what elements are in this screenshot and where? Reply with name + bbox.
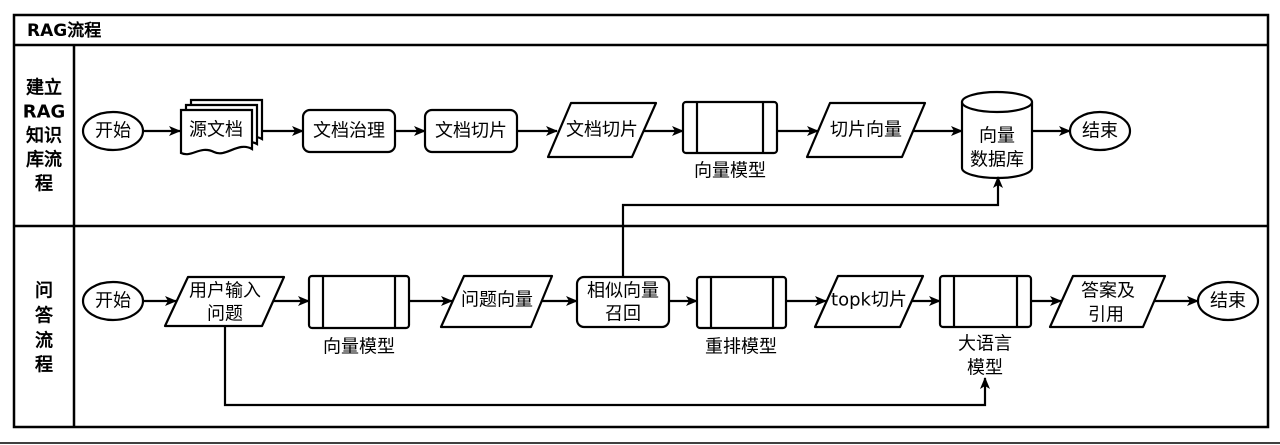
build-node-doc-governance: 文档治理 xyxy=(301,108,397,154)
build-node-doc-chunking: 文档切片 xyxy=(423,108,519,154)
node-label: 数据库 xyxy=(970,150,1024,171)
lane-label-build: 建立 RAG 知识 库流 程 xyxy=(23,77,66,195)
lane-label-line: 程 xyxy=(35,355,53,376)
node-label: 文档切片 xyxy=(566,120,638,141)
build-node-doc-chunks: 文档切片 xyxy=(546,101,658,159)
node-label: 文档治理 xyxy=(313,121,385,142)
node-label: 开始 xyxy=(95,121,131,142)
node-label: 结束 xyxy=(1082,121,1118,142)
qa-node-start: 开始 xyxy=(81,280,145,322)
predefined-process-shape xyxy=(307,274,411,330)
qa-node-user-question: 用户输入 问题 xyxy=(163,275,286,328)
qa-node-embedding-model: 向量模型 xyxy=(307,274,411,358)
lane-label-line: 库流 xyxy=(26,149,62,171)
qa-node-end: 结束 xyxy=(1196,280,1260,322)
data-shape xyxy=(813,274,925,329)
node-label: 问题 xyxy=(207,304,243,325)
document-layer-front xyxy=(179,108,254,156)
qa-node-topk-chunks: topk切片 xyxy=(813,274,925,329)
edge-user-question-to-llm xyxy=(223,326,990,407)
process-shape xyxy=(423,108,519,154)
lane-label-line: RAG xyxy=(23,102,66,123)
qa-node-answer: 答案及 引用 xyxy=(1048,274,1167,329)
data-shape xyxy=(439,274,554,329)
diagram-title: RAG流程 xyxy=(27,20,101,41)
node-caption: 大语言 xyxy=(958,334,1012,355)
node-label: 用户输入 xyxy=(189,281,261,302)
database-top xyxy=(960,90,1034,114)
predefined-process-shape xyxy=(681,100,779,155)
predefined-process-shape xyxy=(938,274,1033,329)
terminator-shape xyxy=(81,280,145,322)
terminator-shape xyxy=(81,110,145,152)
node-label: 向量 xyxy=(979,126,1015,147)
node-caption: 模型 xyxy=(967,358,1003,379)
lane-label-line: 知识 xyxy=(26,125,62,147)
data-shape xyxy=(805,101,927,159)
node-label: 切片向量 xyxy=(830,120,902,141)
swimlane-frame: RAG流程 xyxy=(0,13,1280,444)
qa-node-llm: 大语言 模型 xyxy=(938,274,1033,379)
node-label: 结束 xyxy=(1210,291,1246,312)
build-node-embedding-model: 向量模型 xyxy=(681,100,779,182)
qa-node-similarity-recall: 相似向量 召回 xyxy=(575,275,671,329)
terminator-shape xyxy=(1196,280,1260,322)
build-node-end: 结束 xyxy=(1068,110,1132,152)
node-label: 文档切片 xyxy=(435,121,507,142)
node-label: 源文档 xyxy=(189,120,243,141)
predefined-process-shape xyxy=(695,275,788,330)
build-node-vector-db: 向量 数据库 xyxy=(960,90,1034,180)
node-label: 开始 xyxy=(95,291,131,312)
outer-border xyxy=(12,13,1270,429)
node-label: 召回 xyxy=(605,304,641,325)
build-node-chunk-vectors: 切片向量 xyxy=(805,101,927,159)
data-shape xyxy=(163,275,286,328)
node-caption: 向量模型 xyxy=(694,161,766,182)
node-label: 引用 xyxy=(1088,305,1124,326)
data-shape xyxy=(1048,274,1167,329)
lane-label-qa: 问 答 流 程 xyxy=(35,281,54,376)
terminator-shape xyxy=(1068,110,1132,152)
node-label: 答案及 xyxy=(1081,281,1135,302)
lane-label-line: 程 xyxy=(35,174,53,195)
node-caption: 重排模型 xyxy=(705,337,777,358)
node-label: topk切片 xyxy=(831,290,907,311)
qa-node-question-vector: 问题向量 xyxy=(439,274,554,329)
edge-similarity-recall-to-vector-db xyxy=(621,176,1003,277)
process-shape xyxy=(301,108,397,154)
qa-node-rerank-model: 重排模型 xyxy=(695,275,788,358)
lane-label-line: 答 xyxy=(35,305,54,327)
build-node-start: 开始 xyxy=(81,110,145,152)
process-shape xyxy=(575,275,671,329)
build-node-source-docs: 源文档 xyxy=(179,98,264,156)
node-label: 相似向量 xyxy=(587,281,659,302)
data-shape xyxy=(546,101,658,159)
node-label: 问题向量 xyxy=(461,290,533,311)
lane-label-line: 流 xyxy=(35,330,53,352)
lane-label-line: 建立 xyxy=(26,77,62,99)
lane-label-line: 问 xyxy=(35,281,53,302)
node-caption: 向量模型 xyxy=(323,337,395,358)
